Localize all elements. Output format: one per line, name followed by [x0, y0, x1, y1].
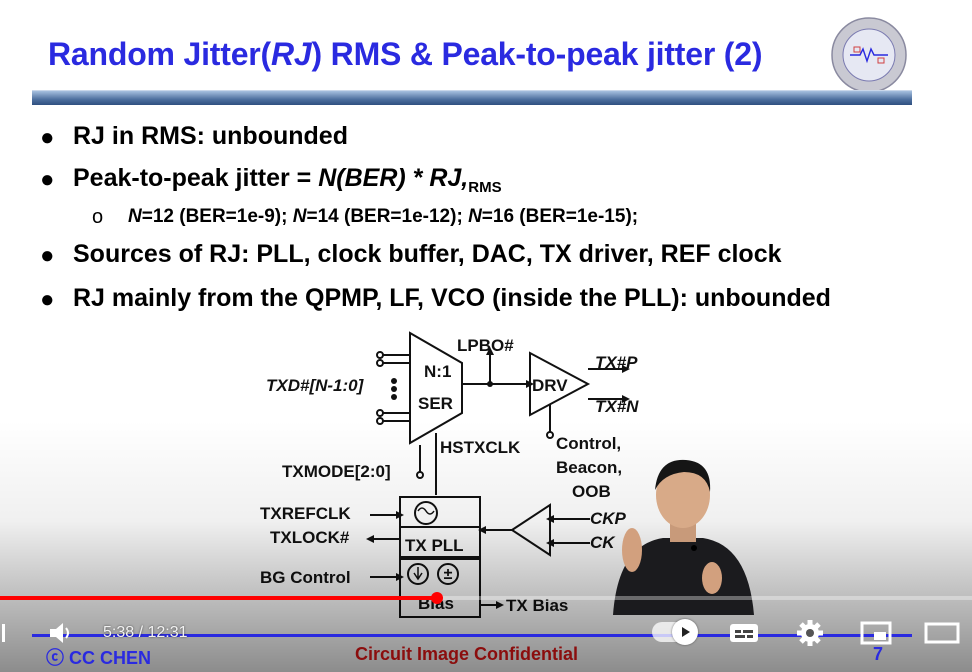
title-divider-bar: [32, 90, 912, 105]
svg-text:TX PLL: TX PLL: [405, 536, 464, 555]
svg-text:TXD#[N-1:0]: TXD#[N-1:0]: [266, 376, 365, 395]
time-display: 5:38 / 12:31: [103, 624, 188, 641]
player-controls: 5:38 / 12:31: [0, 608, 972, 658]
circuit-image-logo: [830, 16, 908, 94]
theater-mode-icon[interactable]: [922, 620, 962, 646]
footer-confidential: Circuit Image Confidential: [355, 644, 579, 664]
bullet-dot-icon: ●: [40, 242, 55, 269]
svg-text:TX Bias: TX Bias: [506, 596, 568, 615]
svg-text:TX#N: TX#N: [595, 397, 639, 416]
footer-author: ⓒ CC CHEN: [46, 648, 152, 668]
svg-text:CKP: CKP: [590, 509, 627, 528]
video-progress-bar[interactable]: [0, 592, 972, 604]
progress-played: [0, 596, 438, 600]
svg-text:TXMODE[2:0]: TXMODE[2:0]: [282, 462, 391, 481]
progress-scrubber[interactable]: [431, 592, 444, 604]
svg-text:TXREFCLK: TXREFCLK: [260, 504, 351, 523]
volume-icon[interactable]: [46, 620, 76, 646]
bullet-dot-icon: ●: [40, 286, 55, 313]
svg-text:TX#P: TX#P: [595, 353, 638, 372]
settings-gear-icon[interactable]: [794, 618, 826, 648]
bullet-dot-icon: ●: [40, 124, 55, 151]
svg-text:HSTXCLK: HSTXCLK: [440, 438, 521, 457]
svg-text:Beacon,: Beacon,: [556, 458, 622, 477]
svg-text:OOB: OOB: [572, 482, 611, 501]
svg-text:SER: SER: [418, 394, 453, 413]
tx-block-diagram: ± LPBO# TX#P TX#N TXD#[N-1:0] N:1 SER DR…: [250, 325, 670, 625]
svg-text:BG Control: BG Control: [260, 568, 351, 587]
svg-text:TXLOCK#: TXLOCK#: [270, 528, 350, 547]
bullet-dot-icon: ●: [40, 166, 55, 193]
svg-text:N:1: N:1: [424, 362, 451, 381]
svg-text:LPBO#: LPBO#: [457, 336, 514, 355]
subtitles-icon[interactable]: [726, 620, 762, 646]
presenter-video: [608, 450, 758, 615]
slide-page-number: 7: [873, 644, 884, 664]
sub-bullet-marker: o: [92, 206, 104, 228]
svg-text:DRV: DRV: [532, 376, 568, 395]
autoplay-play-icon: [672, 619, 698, 645]
footer-divider: [32, 634, 912, 637]
miniplayer-icon[interactable]: [858, 620, 894, 646]
autoplay-toggle[interactable]: [652, 619, 698, 645]
svg-text:CK: CK: [590, 533, 616, 552]
svg-text:Control,: Control,: [556, 434, 621, 453]
slide-title: Random Jitter(RJ) RMS & Peak-to-peak jit…: [48, 36, 763, 72]
skip-back-icon[interactable]: [0, 620, 16, 646]
svg-text:±: ±: [444, 566, 453, 583]
